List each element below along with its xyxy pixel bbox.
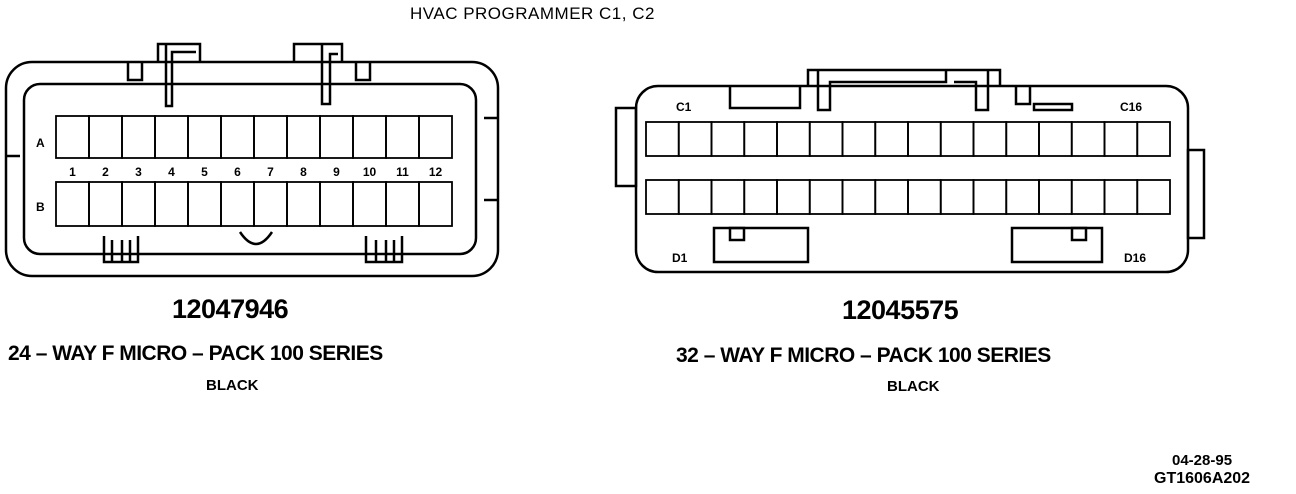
connector1-row-a-cavity-5 [187,115,222,159]
connector1-row-b-cavity-12 [418,181,453,227]
connector1-row-b-cavity-6 [220,181,255,227]
pin-number-1: 1 [69,165,76,179]
connector1-description: 24 – WAY F MICRO – PACK 100 SERIES [8,342,383,365]
connector1-row-b-cavity-2 [88,181,123,227]
connector2-row-c-cavity-6 [808,121,844,157]
pin-number-6: 6 [234,165,241,179]
pin-number-9: 9 [333,165,340,179]
pin-number-11: 11 [396,165,409,179]
row-label-b: B [36,200,45,214]
pin-number-10: 10 [363,165,377,179]
connector1-row-b-cavity-10 [352,181,387,227]
connector1-row-a-cavity-8 [286,115,321,159]
connector1-color: BLACK [206,377,259,394]
pin-number-3: 3 [135,165,142,179]
connector2-row-d-cavity-1 [645,179,680,215]
connector2-part-number: 12045575 [842,295,959,325]
pin-number-12: 12 [429,165,443,179]
connector2-row-c-cavity-4 [743,121,778,157]
connector1-part-number: 12047946 [172,294,289,324]
connector2-description: 32 – WAY F MICRO – PACK 100 SERIES [676,344,1051,367]
connector2-row-c-cavity-5 [776,121,811,157]
connector1-row-b-cavity-9 [319,181,354,227]
connector1-row-a-cavity-10 [352,115,387,159]
connector2-row-c-cavity-14 [1070,121,1106,157]
connector2-row-d-cavity-13 [1038,179,1073,215]
connector2-row-c-cavity-7 [841,121,877,157]
pin-number-4: 4 [168,165,175,179]
connector2-row-d-cavity-16 [1136,179,1171,215]
connector2-row-d-cavity-8 [874,179,909,215]
connector2-row-c-cavity-15 [1103,121,1139,157]
pin-number-7: 7 [267,165,274,179]
connector2-row-d-cavity-12 [1005,179,1040,215]
connector1-row-b-cavity-11 [385,181,420,227]
connector2-row-d-cavity-9 [907,179,942,215]
corner-label-c1: C1 [676,100,692,114]
connector2-row-c [645,121,1171,157]
connector1-row-b-cavity-1 [55,181,90,227]
connector2-row-d-cavity-2 [677,179,713,215]
connector1-row-b-cavity-3 [121,181,156,227]
pin-number-2: 2 [102,165,109,179]
corner-label-c16: C16 [1120,100,1142,114]
connector2-row-d-cavity-7 [841,179,877,215]
connector2-row-d-cavity-4 [743,179,778,215]
diagram-title: HVAC PROGRAMMER C1, C2 [410,4,655,23]
connector2-row-d-cavity-6 [808,179,844,215]
corner-label-d1: D1 [672,251,688,265]
connector1-row-a-cavity-3 [121,115,156,159]
drawing-code: GT1606A202 [1154,470,1251,487]
connector2-row-d-cavity-3 [710,179,746,215]
connector1-row-b-cavity-8 [286,181,321,227]
connector2-row-d-cavity-5 [776,179,811,215]
pin-number-8: 8 [300,165,307,179]
drawing-date: 04-28-95 [1172,452,1233,469]
connector1-row-a-cavity-1 [55,115,90,159]
connector2-row-c-cavity-9 [907,121,942,157]
connector1-row-b [55,181,453,227]
connector2-row-d-cavity-15 [1103,179,1139,215]
connector2-row-d-cavity-10 [939,179,975,215]
connector2-row-c-cavity-10 [939,121,975,157]
pin-number-5: 5 [201,165,208,179]
connector2-row-c-cavity-1 [645,121,680,157]
connector1-row-a-cavity-7 [253,115,288,159]
connector1-row-b-cavity-4 [154,181,189,227]
connector2-row-c-cavity-3 [710,121,746,157]
connector2-row-d-cavity-14 [1070,179,1106,215]
connector1-row-a-cavity-11 [385,115,420,159]
connector1-row-b-cavity-5 [187,181,222,227]
row-label-a: A [36,136,45,150]
connector1-row-a [55,115,453,159]
connector2-row-c-cavity-8 [874,121,909,157]
connector2-row-c-cavity-2 [677,121,713,157]
connector2-housing [614,68,1206,274]
connector2-color: BLACK [887,378,940,395]
connector2-row-c-cavity-13 [1038,121,1073,157]
connector2-row-d [645,179,1171,215]
connector1-row-a-cavity-6 [220,115,255,159]
connector2-row-c-cavity-16 [1136,121,1171,157]
connector1-row-a-cavity-2 [88,115,123,159]
connector2-row-c-cavity-11 [972,121,1008,157]
connector1-row-a-cavity-12 [418,115,453,159]
connector1-row-a-cavity-9 [319,115,354,159]
corner-label-d16: D16 [1124,251,1146,265]
connector1-housing [4,42,500,278]
connector1-row-b-cavity-7 [253,181,288,227]
connector2-row-c-cavity-12 [1005,121,1040,157]
connector2-row-d-cavity-11 [972,179,1008,215]
connector1-row-a-cavity-4 [154,115,189,159]
